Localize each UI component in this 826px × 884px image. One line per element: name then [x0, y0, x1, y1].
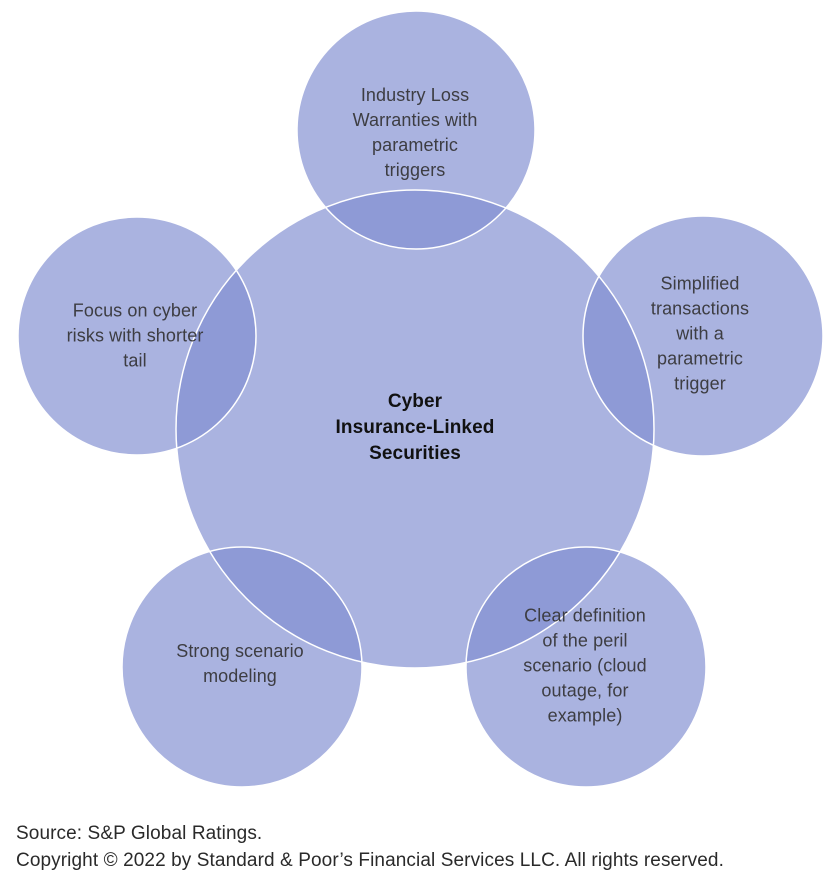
circle-industry-loss: [297, 11, 535, 249]
label-strong-scenario: Strong scenario modeling: [176, 641, 304, 686]
circle-outlines: [17, 10, 824, 788]
label-focus-cyber-risks: Focus on cyber risks with shorter tail: [66, 300, 204, 371]
outline-simplified-transactions: [582, 215, 824, 457]
venn-diagram-canvas: [17, 10, 824, 788]
source-text: Source: S&P Global Ratings.: [16, 823, 263, 844]
copyright-text: Copyright © 2022 by Standard & Poor’s Fi…: [16, 850, 724, 871]
footer: Source: S&P Global Ratings. Copyright © …: [16, 820, 724, 874]
label-simplified-transactions: Simplified transactions with a parametri…: [650, 273, 750, 394]
circle-center-cyber-ils: [176, 190, 654, 668]
outline-center-cyber-ils: [175, 189, 655, 669]
label-center-cyber-ils: Cyber Insurance-Linked Securities: [335, 391, 495, 464]
outline-focus-cyber-risks: [17, 216, 257, 456]
outline-industry-loss: [296, 10, 536, 250]
label-clear-definition: Clear definition of the peril scenario (…: [523, 605, 647, 726]
outline-clear-definition: [465, 546, 707, 788]
outline-strong-scenario: [121, 546, 363, 788]
circle-fills: [18, 11, 823, 787]
label-industry-loss: Industry Loss Warranties with parametric…: [352, 85, 478, 180]
